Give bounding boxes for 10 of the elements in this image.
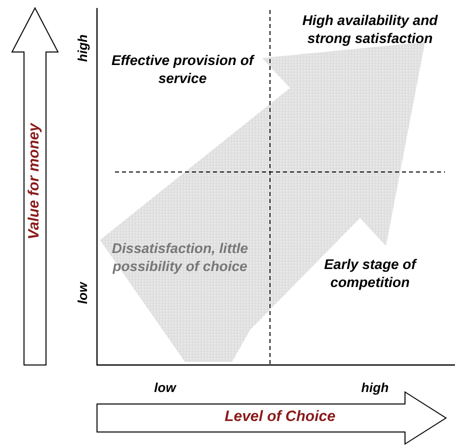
tick-label: high [360, 380, 390, 396]
axis-label: Value for money [26, 122, 44, 242]
axis-label: high [74, 33, 91, 64]
quadrant-label: Dissatisfaction, little possibility of choice [110, 240, 250, 275]
quadrant-label: High availability and strong satisfaction [301, 12, 439, 47]
tick-label: low [153, 380, 178, 396]
axis-label: Level of Choice [224, 408, 336, 427]
quadrant-label: Early stage of competition [323, 256, 418, 291]
quadrant-label: Effective provision of service [110, 52, 256, 87]
axis-label: low [74, 280, 91, 306]
